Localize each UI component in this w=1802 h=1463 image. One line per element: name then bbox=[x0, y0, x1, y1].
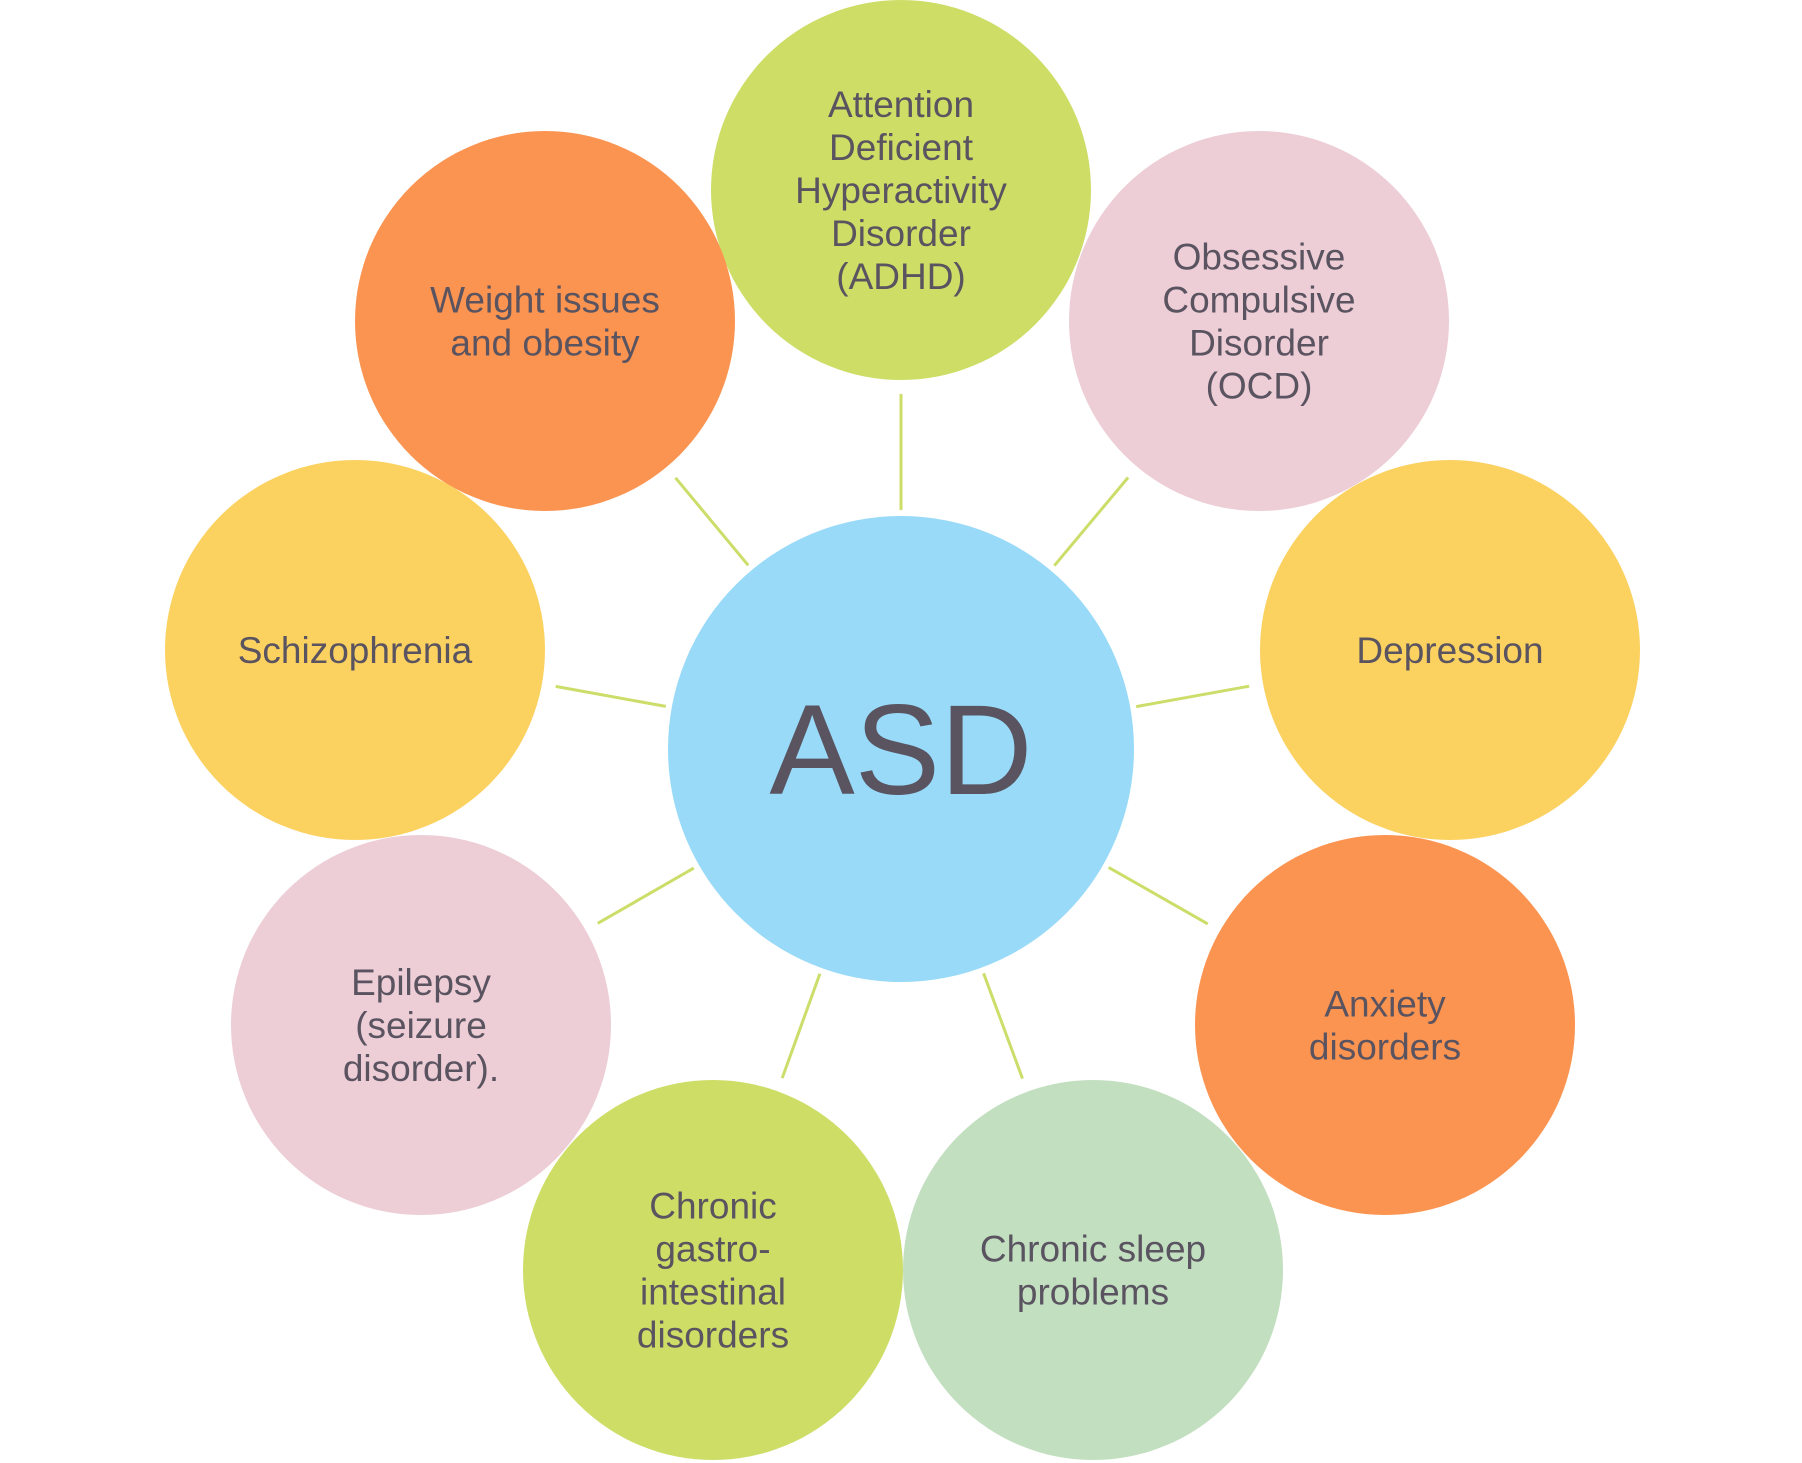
connector-sleep bbox=[982, 972, 1024, 1080]
node-label-line: and obesity bbox=[450, 322, 640, 363]
node-label-depression: Depression bbox=[1356, 630, 1543, 671]
node-schizophrenia: Schizophrenia bbox=[165, 460, 545, 840]
node-depression: Depression bbox=[1260, 460, 1640, 840]
node-label-line: Disorder bbox=[831, 213, 971, 254]
connector-depression bbox=[1135, 684, 1250, 709]
node-label-line: disorders bbox=[1309, 1027, 1461, 1068]
node-label-line: intestinal bbox=[640, 1272, 786, 1313]
center-node: ASD bbox=[668, 516, 1134, 982]
node-label-line: Compulsive bbox=[1162, 279, 1355, 320]
node-label-line: Disorder bbox=[1189, 322, 1329, 363]
connector-schizophrenia bbox=[555, 684, 667, 708]
node-label-line: Attention bbox=[828, 84, 974, 125]
connector-epilepsy bbox=[597, 866, 695, 925]
node-circle-weight bbox=[355, 131, 735, 511]
node-label-line: Hyperactivity bbox=[795, 170, 1007, 211]
center-circle bbox=[668, 516, 1134, 982]
center-label: ASD bbox=[769, 679, 1032, 822]
node-circle-adhd bbox=[711, 0, 1091, 380]
connector-lines bbox=[555, 394, 1250, 1080]
node-label-line: Deficient bbox=[829, 127, 974, 168]
node-label-line: (OCD) bbox=[1206, 365, 1313, 406]
node-label-line: Chronic bbox=[649, 1186, 777, 1227]
node-circle-epilepsy bbox=[231, 835, 611, 1215]
node-label-line: Anxiety bbox=[1324, 984, 1446, 1025]
node-label-line: gastro- bbox=[655, 1229, 770, 1270]
node-label-line: (seizure bbox=[355, 1005, 487, 1046]
node-circle-gastro bbox=[523, 1080, 903, 1460]
node-circle-schizophrenia bbox=[165, 460, 545, 840]
node-label-line: (ADHD) bbox=[836, 256, 965, 297]
node-label-line: Depression bbox=[1356, 630, 1543, 671]
node-label-line: Schizophrenia bbox=[238, 630, 473, 671]
node-label-line: Obsessive bbox=[1173, 236, 1346, 277]
node-circle-ocd bbox=[1069, 131, 1449, 511]
connector-ocd bbox=[1053, 476, 1130, 567]
node-label-line: disorders bbox=[637, 1315, 789, 1356]
node-circle-sleep bbox=[903, 1080, 1283, 1460]
node-circle-anxiety bbox=[1195, 835, 1575, 1215]
node-label-line: Weight issues bbox=[430, 279, 660, 320]
node-circle-depression bbox=[1260, 460, 1640, 840]
connector-gastro bbox=[780, 973, 822, 1079]
node-label-line: problems bbox=[1017, 1272, 1169, 1313]
node-label-line: Epilepsy bbox=[351, 962, 491, 1003]
connector-anxiety bbox=[1107, 866, 1209, 926]
connector-weight bbox=[674, 476, 750, 567]
node-label-line: Chronic sleep bbox=[980, 1229, 1206, 1270]
node-label-line: disorder). bbox=[343, 1048, 499, 1089]
node-label-schizophrenia: Schizophrenia bbox=[238, 630, 473, 671]
